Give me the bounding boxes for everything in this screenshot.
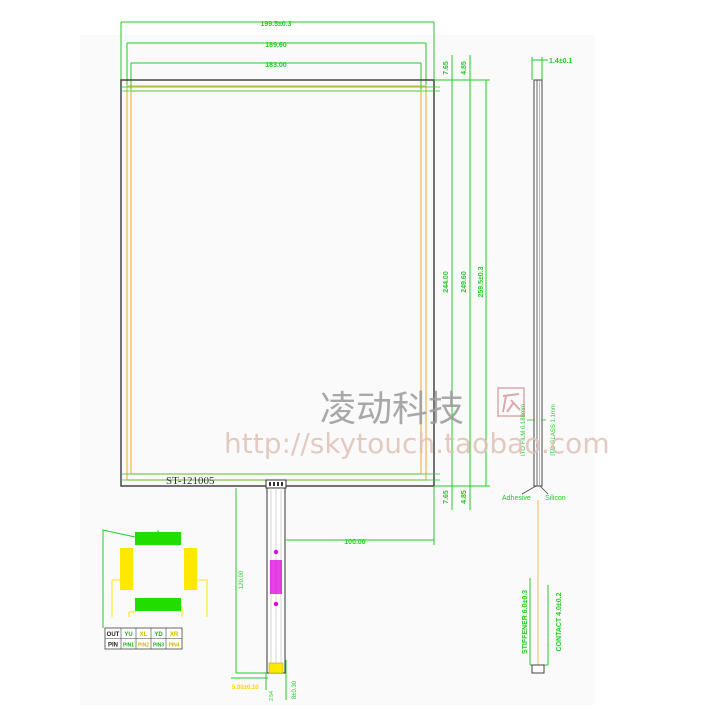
pin-1: PIN1 — [123, 643, 134, 649]
dim-top-gap-inner: 4.85 — [461, 61, 468, 75]
electrode-left — [120, 548, 133, 590]
dim-tail-length: 120.00 — [239, 570, 245, 589]
dim-width-overall: 199.5±0.3 — [260, 21, 291, 28]
electrode-right — [184, 548, 197, 590]
electrode-top — [135, 532, 181, 545]
dim-tail-small: 2.54 — [269, 691, 275, 701]
dim-width-active: 183.00 — [265, 62, 287, 69]
label-ito-glass: ITO GLASS 1.1mm — [551, 404, 557, 456]
pin-header-yd: YD — [154, 632, 163, 638]
pin-4: PIN4 — [168, 643, 179, 649]
dim-tail-offset: 100.00 — [344, 539, 366, 546]
fpc-connector-pins — [269, 482, 283, 486]
pin-header-yu: YU — [124, 632, 132, 638]
dim-bottom-gap-outer: 7.65 — [443, 490, 450, 504]
side-thickness-dim — [531, 57, 548, 80]
pin-header-xr: XR — [170, 632, 179, 638]
pin-row-label: PIN — [108, 643, 118, 649]
label-stiffener: STIFFENER 6.0±0.3 — [522, 590, 529, 654]
label-ito-film: ITO FILM 0.188mm — [521, 404, 527, 456]
pin-3: PIN3 — [153, 643, 164, 649]
pin-header-out: OUT — [107, 632, 120, 638]
adhesive-callout — [521, 485, 549, 495]
width-dimension-lines — [120, 21, 435, 90]
label-adhesive: Adhesive — [502, 495, 531, 502]
part-number: ST-121005 — [166, 475, 215, 487]
dim-height-mid: 249.60 — [461, 271, 468, 293]
fpc-via-1 — [273, 601, 279, 607]
side-view-panel — [533, 79, 543, 487]
fpc-contact-pad — [268, 662, 284, 674]
dim-bottom-gap-inner: 4.85 — [461, 490, 468, 504]
dim-thickness: 1.4±0.1 — [549, 58, 572, 65]
watermark-seal — [497, 387, 525, 417]
drawing-paper — [80, 35, 595, 705]
dim-top-gap-outer: 7.65 — [443, 61, 450, 75]
dim-tail-width: 8±0.30 — [292, 680, 298, 699]
dim-height-overall: 259.5±0.3 — [478, 266, 485, 297]
dim-width-mid: 189.60 — [265, 42, 287, 49]
side-contact — [531, 664, 545, 674]
pin-table — [104, 627, 183, 650]
dim-height-active: 244.00 — [443, 271, 450, 293]
label-contact: CONTACT 4.0±0.2 — [556, 592, 563, 651]
height-dimension-lines — [434, 55, 490, 510]
watermark-url: http://skytouch.taobao.com — [224, 427, 610, 460]
electrode-bottom — [135, 598, 181, 611]
watermark-brand: 凌动科技 — [320, 389, 464, 430]
tail-dimension-lines — [231, 486, 435, 700]
dim-pin-pitch: 5.00±0.10 — [232, 685, 259, 691]
label-silicon: Silicon — [545, 495, 566, 502]
fpc-via-2 — [273, 549, 279, 555]
pin-header-xl: XL — [140, 632, 148, 638]
pin-2: PIN2 — [138, 643, 149, 649]
fpc-stiffener-mark — [270, 560, 282, 594]
